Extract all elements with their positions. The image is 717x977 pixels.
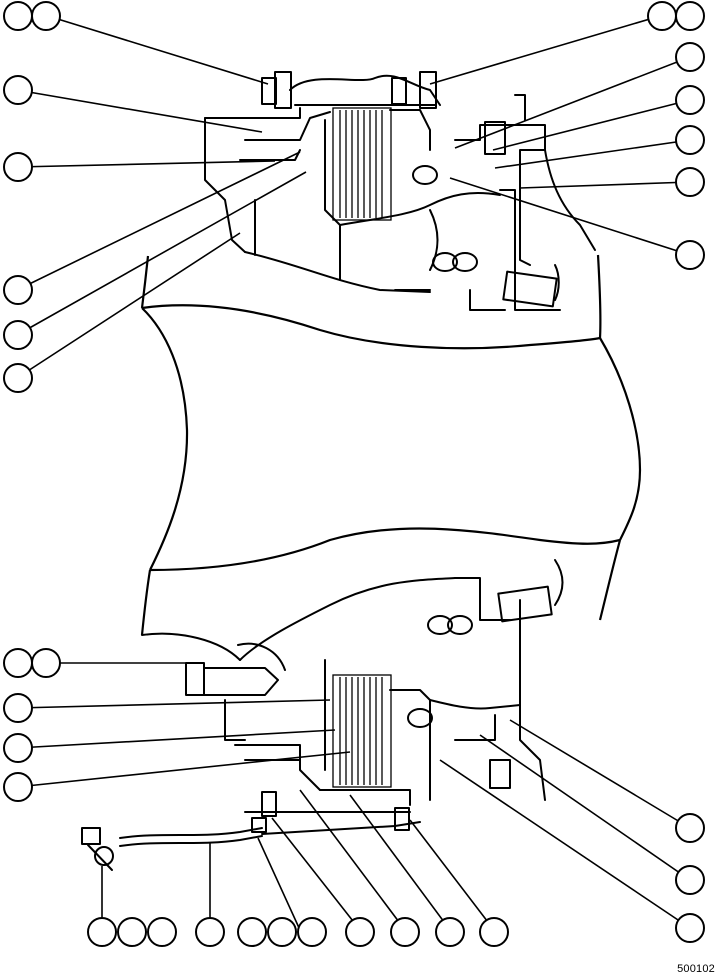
callout-circle (3, 75, 33, 105)
callout-circle (3, 152, 33, 182)
lower-disc-pack (332, 674, 392, 788)
callout-circle (479, 917, 509, 947)
callout-circle (237, 917, 267, 947)
callout-circle (3, 648, 33, 678)
callout-circle (675, 1, 705, 31)
callout-circle (195, 917, 225, 947)
callout-circle (675, 913, 705, 943)
callout-circle (147, 917, 177, 947)
callout-circle (117, 917, 147, 947)
callout-circle (267, 917, 297, 947)
callout-circle (3, 363, 33, 393)
callout-circle (3, 772, 33, 802)
callout-circle (675, 813, 705, 843)
callout-circle (675, 240, 705, 270)
leader-lines (16, 15, 691, 931)
lower-brake-section (81, 559, 564, 871)
upper-disc-pack (332, 107, 392, 221)
callout-circle (31, 1, 61, 31)
upper-brake-section (204, 71, 596, 311)
callout-circle (435, 917, 465, 947)
callout-circle (390, 917, 420, 947)
callout-circle (675, 865, 705, 895)
callout-circle (675, 85, 705, 115)
callout-circle (647, 1, 677, 31)
axle-outline (140, 254, 642, 636)
callout-circle (87, 917, 117, 947)
callout-circle (3, 1, 33, 31)
callout-circle (675, 167, 705, 197)
callout-circle (3, 733, 33, 763)
callout-circle (3, 320, 33, 350)
callout-circle (31, 648, 61, 678)
callout-circle (675, 125, 705, 155)
callout-circle (345, 917, 375, 947)
drawing-code: 500102 (677, 963, 715, 975)
callout-circle (3, 693, 33, 723)
callout-circle (3, 275, 33, 305)
callout-circles (3, 1, 705, 947)
callout-circle (297, 917, 327, 947)
callout-circle (675, 42, 705, 72)
